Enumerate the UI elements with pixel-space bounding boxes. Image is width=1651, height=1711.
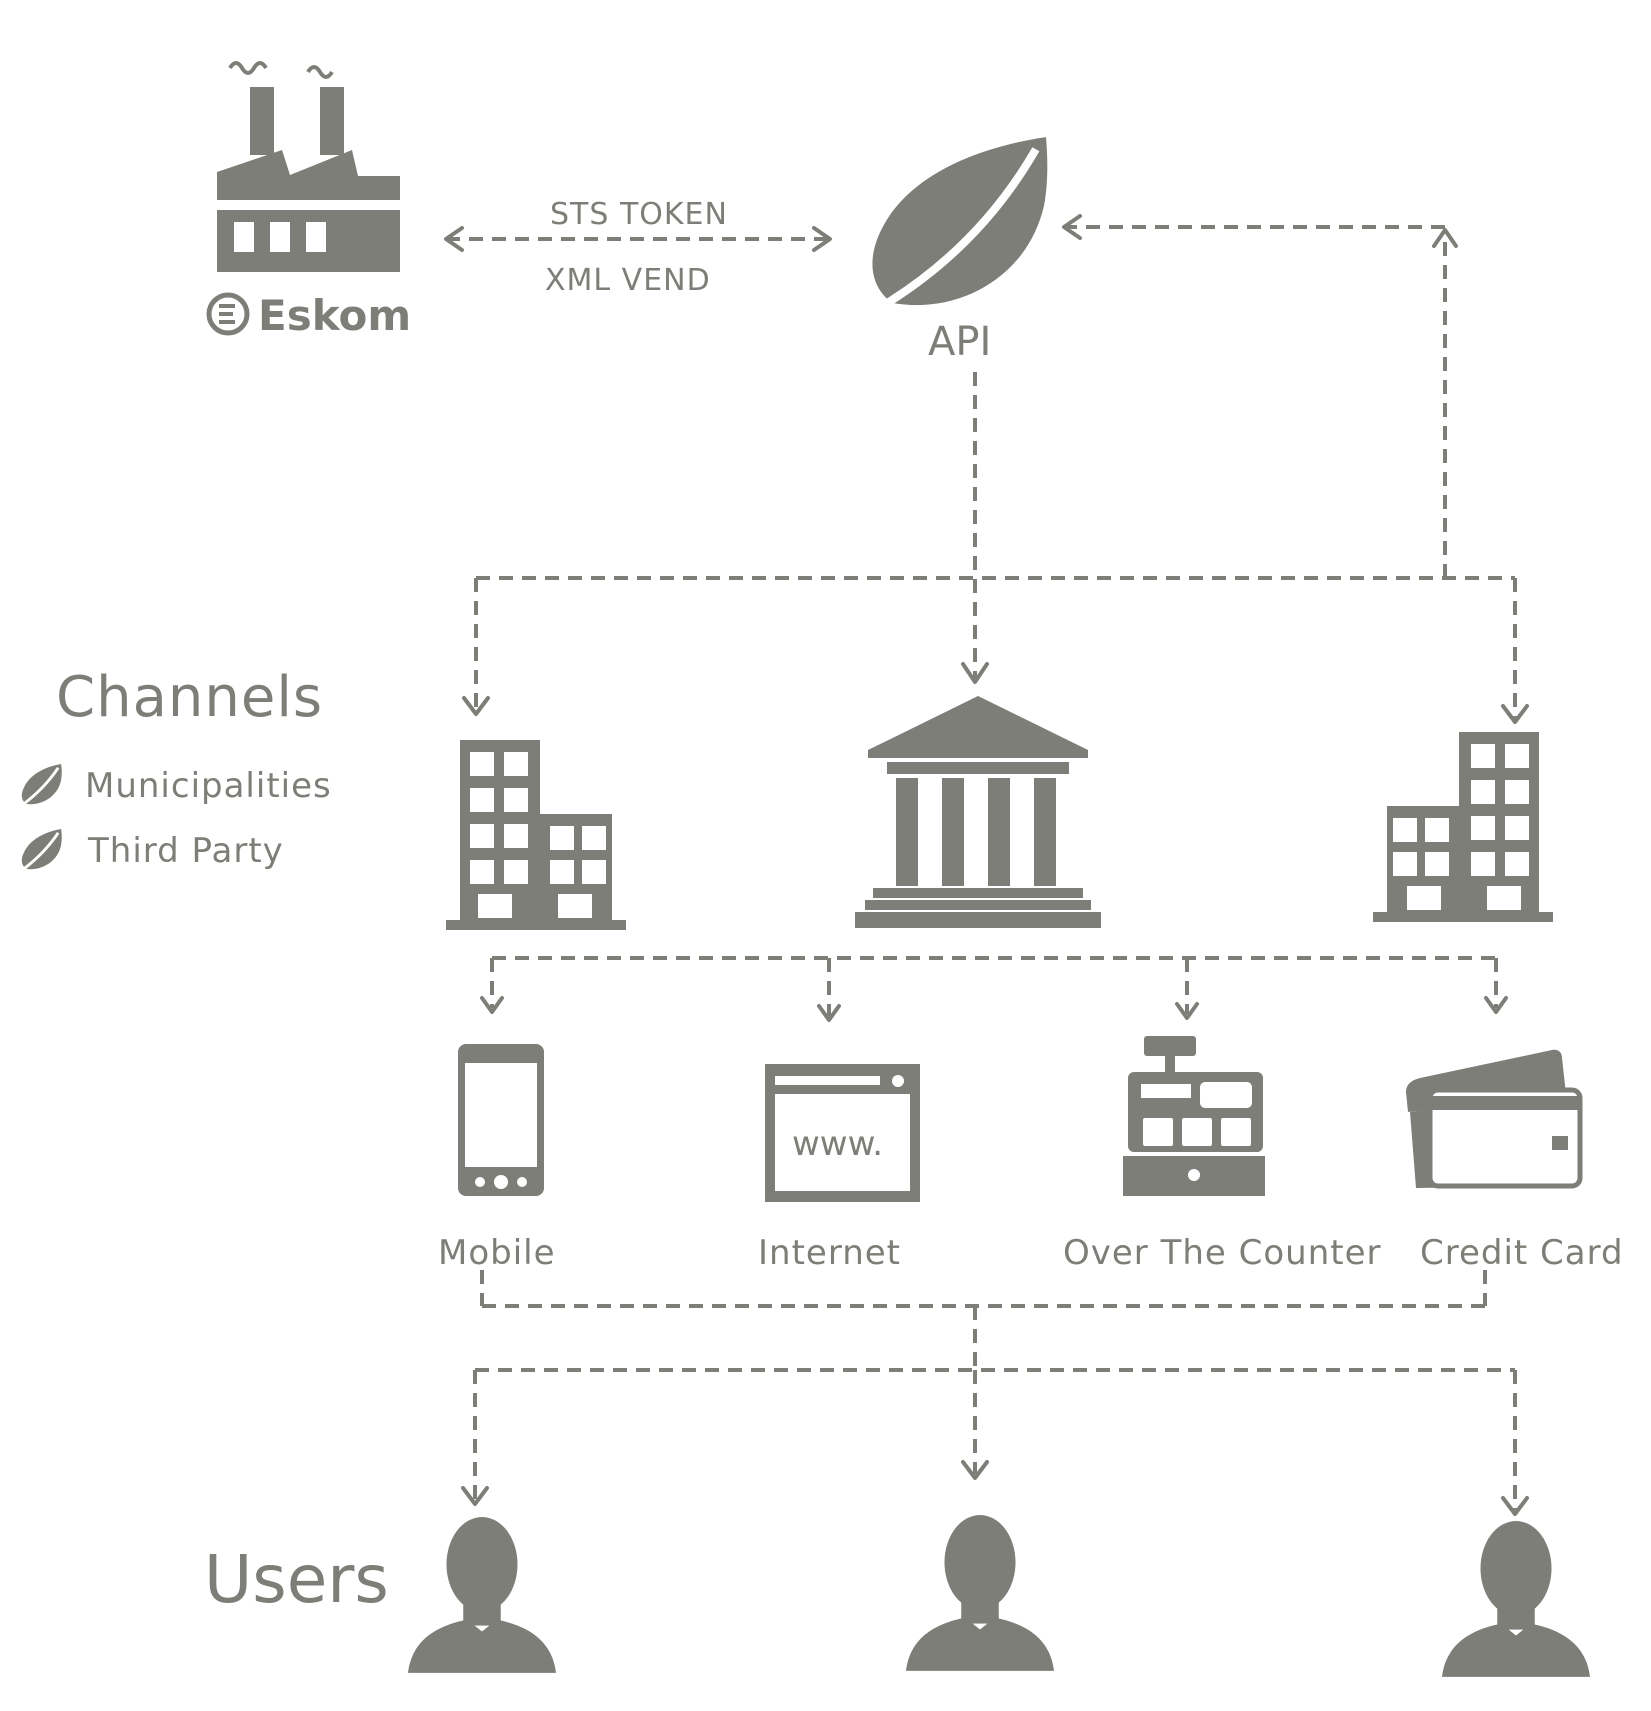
xml-vend-label: XML VEND xyxy=(545,263,711,298)
browser-window-icon: www. xyxy=(765,1064,920,1202)
user-silhouette-icon xyxy=(408,1517,556,1673)
api-to-channels-connector xyxy=(462,214,1529,724)
office-building-icon xyxy=(446,740,626,930)
user-silhouette-icon xyxy=(1442,1521,1590,1677)
factory-icon xyxy=(217,61,400,272)
exchange-connector xyxy=(444,226,832,252)
method-label-over-the-counter: Over The Counter xyxy=(1063,1233,1382,1273)
municipalities-legend-leaf-icon xyxy=(20,763,62,805)
method-label-internet: Internet xyxy=(758,1233,901,1273)
methods-to-users-connector xyxy=(461,1270,1529,1516)
method-label-credit-card: Credit Card xyxy=(1420,1233,1624,1273)
credit-card-icon xyxy=(1406,1049,1583,1189)
method-label-mobile: Mobile xyxy=(438,1233,556,1273)
third-party-legend-leaf-icon xyxy=(20,828,62,870)
source-name: Eskom xyxy=(258,291,411,340)
www-glyph: www. xyxy=(792,1124,883,1164)
api-label: API xyxy=(928,319,991,365)
cash-register-icon xyxy=(1123,1036,1265,1196)
legend-municipalities: Municipalities xyxy=(85,766,332,806)
channels-title: Channels xyxy=(56,665,323,730)
channels-to-methods-connector xyxy=(480,956,1508,1022)
api-leaf-icon xyxy=(872,137,1047,305)
office-building-icon-right xyxy=(1373,732,1553,922)
eskom-logo: Eskom xyxy=(206,291,411,340)
legend-third-party: Third Party xyxy=(87,831,284,871)
mobile-phone-icon xyxy=(458,1044,544,1196)
sts-token-label: STS TOKEN xyxy=(550,197,728,232)
users-title: Users xyxy=(204,1541,389,1618)
government-building-icon xyxy=(855,696,1101,928)
user-silhouette-icon xyxy=(906,1515,1054,1671)
